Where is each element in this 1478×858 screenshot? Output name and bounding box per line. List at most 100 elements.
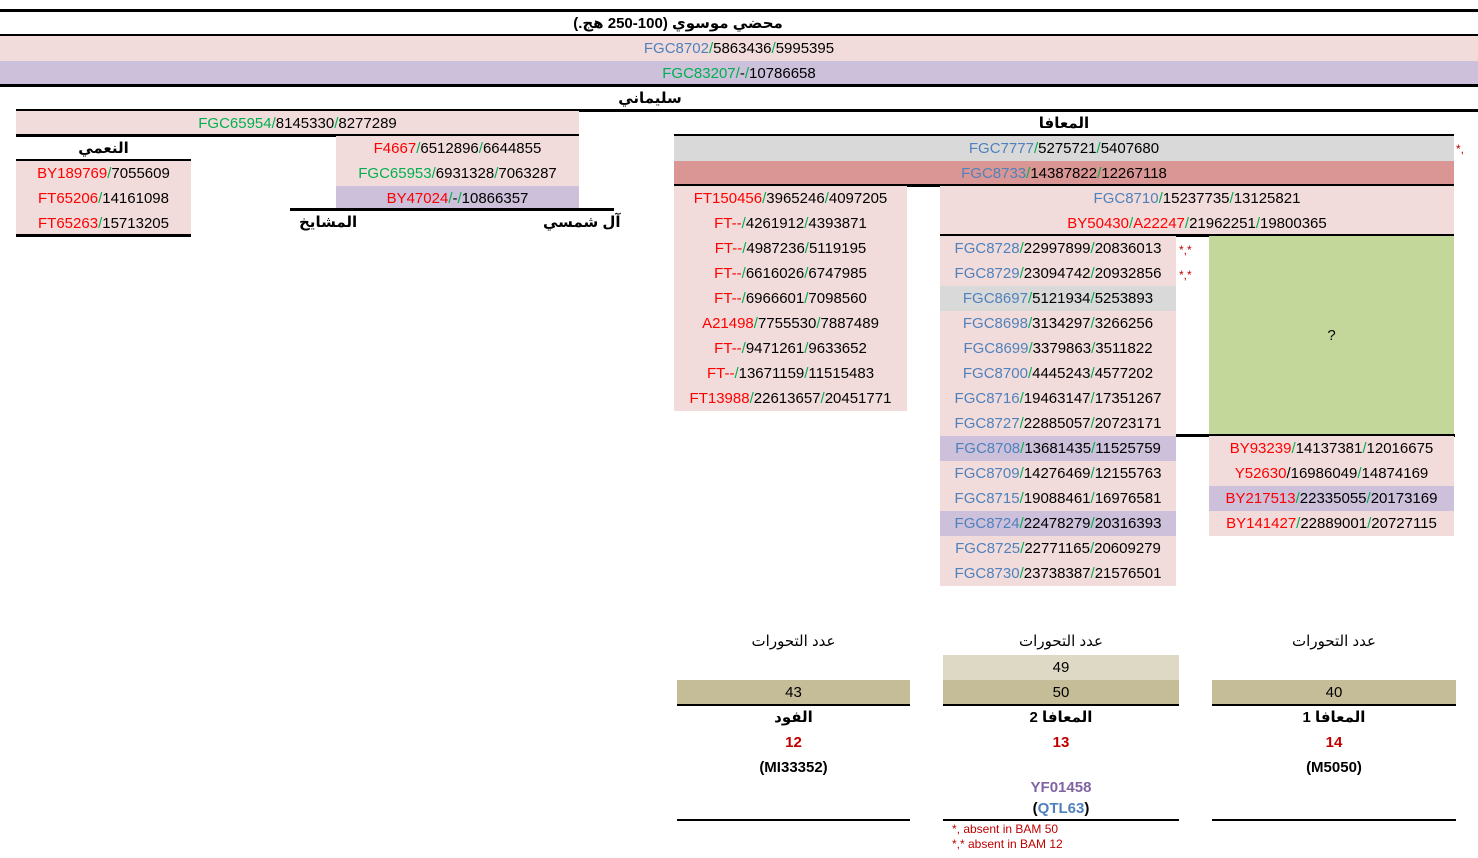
pos-b: 6644855 bbox=[482, 140, 542, 157]
pos-b: 20727115 bbox=[1371, 515, 1437, 532]
snp-id: FT-- bbox=[714, 215, 742, 232]
pos-a: 16986049 bbox=[1290, 465, 1358, 482]
snp-id: FGC8728 bbox=[954, 240, 1020, 257]
pos-a: 6966601 bbox=[745, 290, 805, 307]
snp-row: FGC8698/3134297/3266256 bbox=[940, 311, 1176, 336]
pos-a: 4445243 bbox=[1032, 365, 1091, 382]
snp-row: FGC8716/19463147/17351267 bbox=[940, 386, 1176, 411]
pos-a: 6616026 bbox=[745, 265, 805, 282]
paren: ( bbox=[1032, 800, 1038, 817]
snp-row: F4667/6512896/6644855 bbox=[336, 136, 579, 161]
count-label: عدد التحورات bbox=[1019, 633, 1103, 650]
pos-b: 7063287 bbox=[498, 165, 557, 182]
snp-row: FGC8729/23094742/20932856 bbox=[940, 261, 1176, 286]
pos-b: 5253893 bbox=[1094, 290, 1154, 307]
snp-id: BY47024 bbox=[386, 190, 449, 207]
snp-row: FT--/4987236/5119195 bbox=[674, 236, 907, 261]
snp-id: FGC8724 bbox=[954, 515, 1020, 532]
pos-a: 8145330 bbox=[275, 115, 335, 132]
pos-a: 19088461 bbox=[1023, 490, 1091, 507]
snp-row: FGC8702/5863436/5995395 bbox=[0, 36, 1478, 61]
snp-row: Y52630/16986049/14874169 bbox=[1209, 461, 1454, 486]
snp-id: FT-- bbox=[714, 340, 742, 357]
absence-marker: *,* bbox=[1179, 243, 1192, 257]
pos-b: 12016675 bbox=[1366, 440, 1434, 457]
pos-b: 12155763 bbox=[1094, 465, 1162, 482]
snp-row: BY47024/-/10866357 bbox=[336, 186, 579, 211]
str-count: 13 bbox=[1052, 734, 1070, 751]
pos-a: 22335055 bbox=[1299, 490, 1367, 507]
snp-row: FGC8708/13681435/11525759 bbox=[940, 436, 1176, 461]
pos-a: 23738387 bbox=[1023, 565, 1091, 582]
snp-row: FT--/13671159/11515483 bbox=[674, 361, 907, 386]
snp-id: BY141427 bbox=[1226, 515, 1297, 532]
pos-b: 3511822 bbox=[1095, 340, 1153, 357]
kit-id: (MI33352) bbox=[759, 759, 828, 776]
snp-id: FGC8702 bbox=[643, 40, 709, 57]
snp-id: FGC8715 bbox=[954, 490, 1020, 507]
pos-a: - bbox=[452, 190, 458, 207]
pos-a: 22771165 bbox=[1024, 540, 1090, 557]
snp-row: FGC8727/22885057/20723171 bbox=[940, 411, 1176, 436]
pos-a: 5863436 bbox=[713, 40, 772, 57]
group-name: الفود bbox=[774, 709, 813, 726]
pos-a: 4261912 bbox=[745, 215, 805, 232]
pos-a: 22478279 bbox=[1023, 515, 1091, 532]
rule bbox=[943, 704, 1179, 706]
snp-row: FGC8728/22997899/20836013 bbox=[940, 236, 1176, 261]
str-count: 12 bbox=[785, 734, 802, 751]
rule bbox=[16, 234, 191, 237]
pos-b: 13125821 bbox=[1233, 190, 1301, 207]
snp-id: FGC8699 bbox=[963, 340, 1029, 357]
snp-row: FGC8724/22478279/20316393 bbox=[940, 511, 1176, 536]
pos-b: 19800365 bbox=[1259, 215, 1327, 232]
pos-b: 20316393 bbox=[1094, 515, 1162, 532]
pos-a: 22997899 bbox=[1023, 240, 1091, 257]
pos-b: 20451771 bbox=[824, 390, 892, 407]
absence-marker: *,* bbox=[1179, 268, 1192, 282]
pos-b: 20932856 bbox=[1094, 265, 1162, 282]
pos-b: 8277289 bbox=[338, 115, 397, 132]
snp-id: FT65263 bbox=[38, 215, 99, 232]
pos-a: 19463147 bbox=[1023, 390, 1091, 407]
snp-id: FGC8733 bbox=[961, 165, 1027, 182]
footnote: *, absent in BAM 50 bbox=[952, 822, 1059, 836]
snp-id: FGC8709 bbox=[954, 465, 1020, 482]
snp-id: BY189769 bbox=[37, 165, 108, 182]
pos-a: 14137381 bbox=[1295, 440, 1363, 457]
group-name: المعافا 1 bbox=[1302, 709, 1366, 726]
footnote: *,* absent in BAM 12 bbox=[952, 837, 1063, 851]
pos-a: 3134297 bbox=[1032, 315, 1091, 332]
pos-b: 20173169 bbox=[1370, 490, 1438, 507]
pos-a: 6931328 bbox=[435, 165, 495, 182]
terminal-snp: YF01458 bbox=[1030, 779, 1092, 796]
snp-row: FGC8709/14276469/12155763 bbox=[940, 461, 1176, 486]
snp-row: BY189769/7055609 bbox=[16, 161, 191, 186]
pos-a: 15237735 bbox=[1162, 190, 1230, 207]
str-count: 14 bbox=[1325, 734, 1343, 751]
rule bbox=[0, 84, 1478, 87]
page-title: محضي موسوي (100-250 هج.) bbox=[0, 11, 1356, 36]
pos-b: 4097205 bbox=[828, 190, 888, 207]
kit-id: (QTL63) bbox=[943, 796, 1179, 821]
pos-b: 17351267 bbox=[1094, 390, 1162, 407]
subtitle: سليماني bbox=[618, 90, 682, 107]
snp-row: FGC8700/4445243/4577202 bbox=[940, 361, 1176, 386]
snp-row: BY93239/14137381/12016675 bbox=[1209, 436, 1454, 461]
pos-b: 5407680 bbox=[1100, 140, 1160, 157]
pos-b: 20609279 bbox=[1094, 540, 1161, 557]
rule bbox=[940, 434, 1455, 437]
snp-id: FT-- bbox=[714, 265, 742, 282]
pos-b: 6747985 bbox=[808, 265, 867, 282]
snp-row: FT--/9471261/9633652 bbox=[674, 336, 907, 361]
snp-id: FGC8716 bbox=[954, 390, 1020, 407]
snp-id: FT150456 bbox=[693, 190, 763, 207]
pos-a: 21962251 bbox=[1189, 215, 1256, 232]
rule bbox=[1212, 819, 1456, 821]
snp-row: FGC83207/-/10786658 bbox=[0, 61, 1478, 86]
pos-a: 22885057 bbox=[1023, 415, 1091, 432]
unknown-mark: ? bbox=[1327, 327, 1336, 344]
snp-row: FGC8725/22771165/20609279 bbox=[940, 536, 1176, 561]
pos-a: 4987236 bbox=[746, 240, 805, 257]
naimi-label: النعمي bbox=[78, 140, 129, 157]
